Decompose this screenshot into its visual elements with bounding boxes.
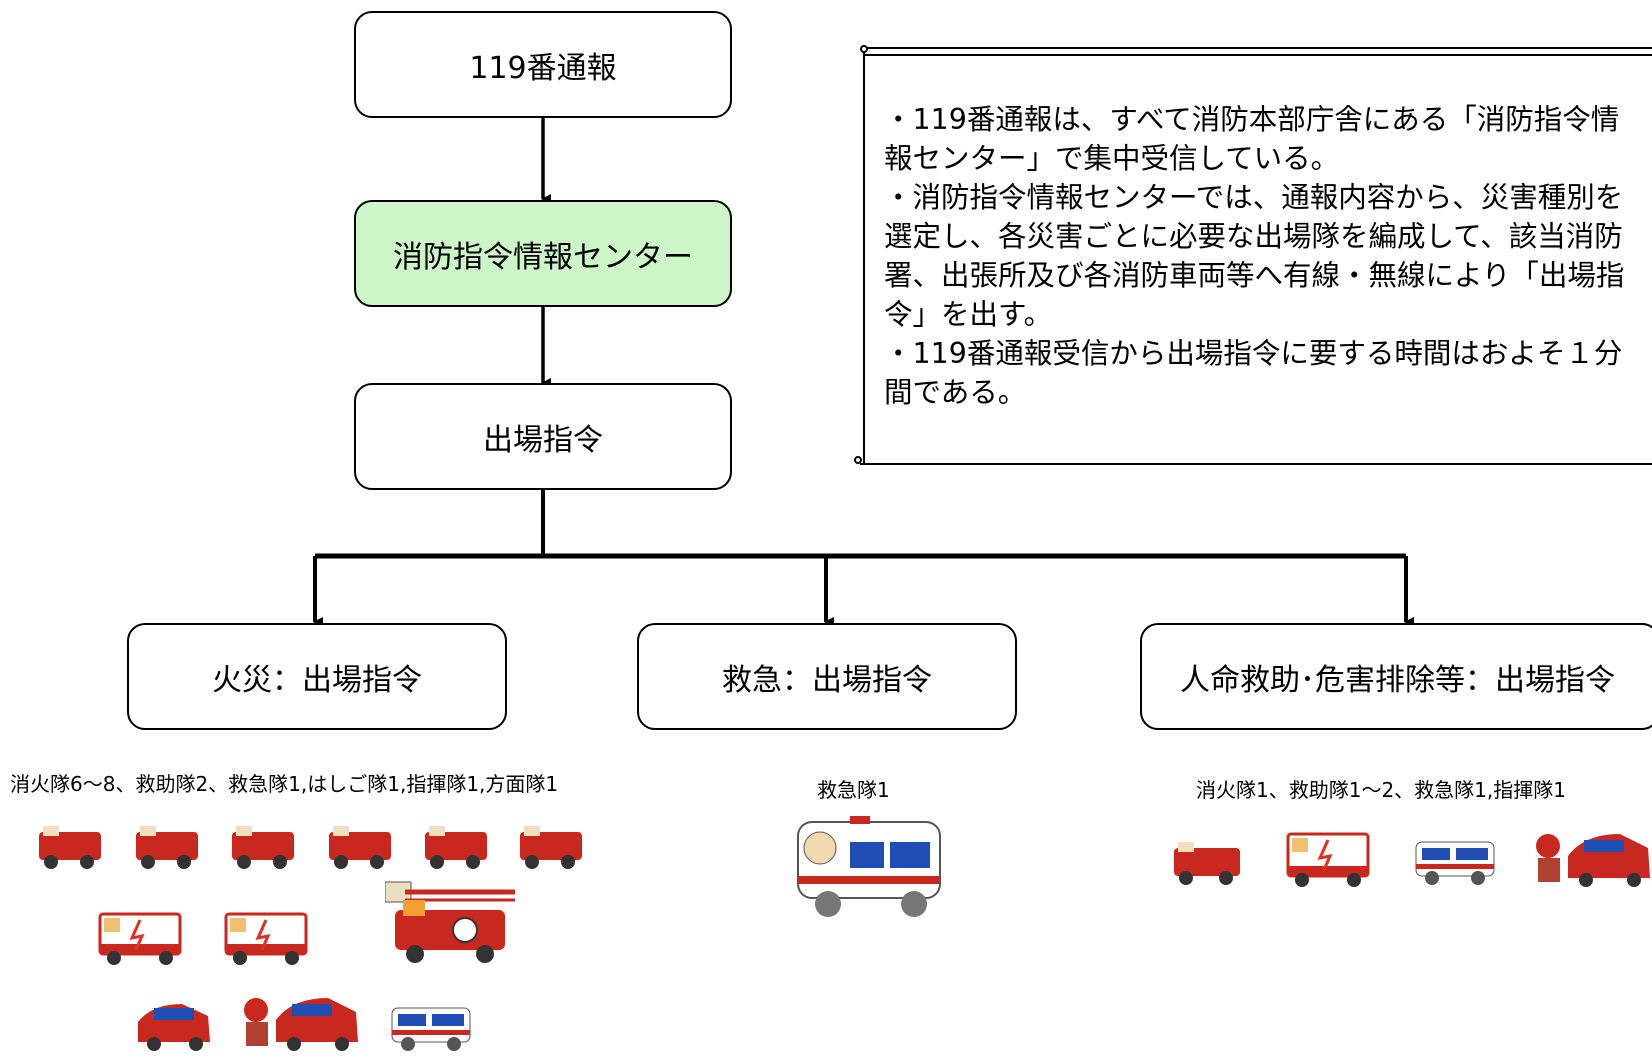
- node-ems-dispatch: 救急：出場指令: [637, 623, 1017, 730]
- fire-engine-icon: [329, 826, 391, 869]
- note-scroll: [854, 45, 1652, 465]
- ambulance-icon: [1415, 841, 1495, 885]
- node-dispatch-order: 出場指令: [354, 383, 732, 490]
- ambulance-icon: [797, 816, 941, 917]
- ems-units-caption: 救急隊1: [817, 778, 890, 802]
- rescue-truck-icon: [224, 912, 308, 965]
- node-dispatch-center: 消防指令情報センター: [354, 200, 732, 307]
- fire-units-caption: 消火隊6～8、救助隊2、救急隊1,はしご隊1,指揮隊1,方面隊1: [10, 772, 559, 796]
- note-line-1: ・119番通報は、すべて消防本部庁舎にある「消防指令情報センター」で集中受信して…: [884, 103, 1620, 175]
- note-line-3: ・119番通報受信から出場指令に要する時間はおよそ１分間である。: [884, 337, 1623, 409]
- rescue-units-caption: 消火隊1、救助隊1～2、救急隊1,指揮隊1: [1196, 778, 1566, 802]
- fire-engine-icon: [39, 826, 101, 869]
- fire-engine-icon: [520, 826, 582, 869]
- command-car-icon: [138, 1004, 210, 1051]
- node-rescue-dispatch: 人命救助･危害排除等：出場指令: [1140, 623, 1652, 730]
- ladder-truck-icon: [385, 881, 515, 963]
- node-119-call: 119番通報: [354, 11, 732, 118]
- note-text: ・119番通報は、すべて消防本部庁舎にある「消防指令情報センター」で集中受信して…: [884, 100, 1644, 412]
- command-car-firefighter-icon: [244, 998, 358, 1051]
- rescue-truck-icon: [98, 912, 182, 965]
- fire-engine-icon: [1174, 842, 1240, 885]
- command-car-firefighter-icon: [1536, 834, 1650, 887]
- rescue-truck-icon: [1286, 832, 1370, 887]
- fire-engine-icon: [425, 826, 487, 869]
- fire-engine-icon: [232, 826, 294, 869]
- fire-engine-icon: [136, 826, 198, 869]
- ambulance-icon: [391, 1007, 471, 1051]
- node-fire-dispatch: 火災：出場指令: [127, 623, 507, 730]
- note-line-2: ・消防指令情報センターでは、通報内容から、災害種別を選定し、各災害ごとに必要な出…: [884, 181, 1625, 331]
